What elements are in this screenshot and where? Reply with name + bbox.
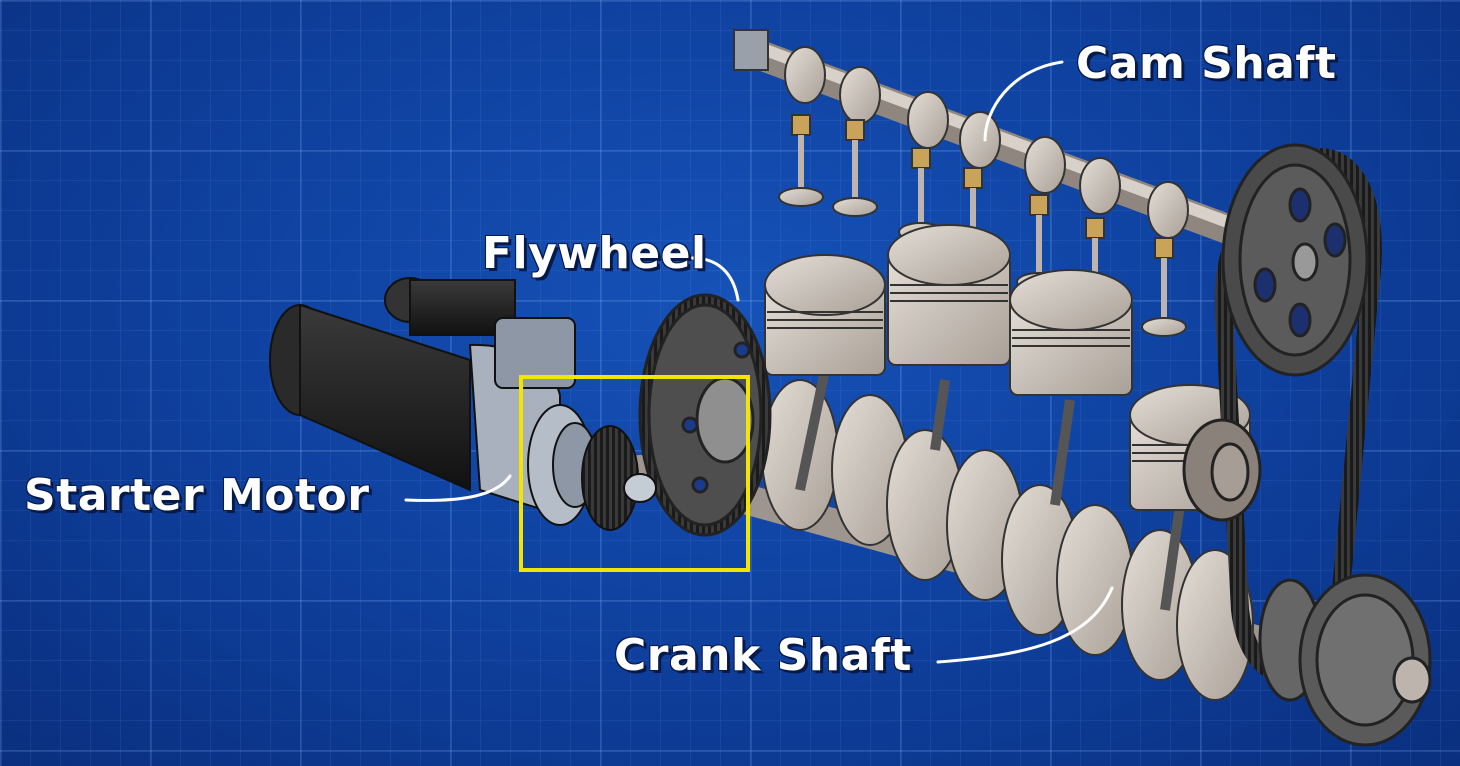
crank-shaft-leader	[936, 586, 1114, 664]
starter-motor-leader	[404, 474, 512, 502]
flywheel-leader	[690, 256, 740, 302]
leader-lines	[404, 60, 1114, 664]
starter-motor	[269, 277, 657, 531]
flywheel-label: Flywheel	[482, 228, 707, 279]
highlight-box	[519, 375, 750, 572]
tensioner-pulley	[1182, 418, 1262, 522]
timing-belt	[1182, 143, 1432, 747]
crank-pulley	[1258, 573, 1432, 747]
starter-motor-label: Starter Motor	[24, 470, 370, 521]
crank-webs	[761, 379, 1254, 701]
cam-shaft	[733, 29, 1245, 245]
piston-3	[1009, 269, 1133, 396]
crank-shaft-label: Crank Shaft	[614, 630, 912, 681]
cam-lobes	[784, 46, 1189, 239]
cam-shaft-leader	[983, 60, 1064, 142]
piston-2	[887, 224, 1011, 366]
piston-1	[764, 254, 886, 376]
cam-pulley	[1221, 143, 1369, 377]
flywheel	[638, 293, 772, 537]
cam-shaft-label: Cam Shaft	[1076, 38, 1337, 89]
cam-gear-block	[733, 29, 769, 71]
